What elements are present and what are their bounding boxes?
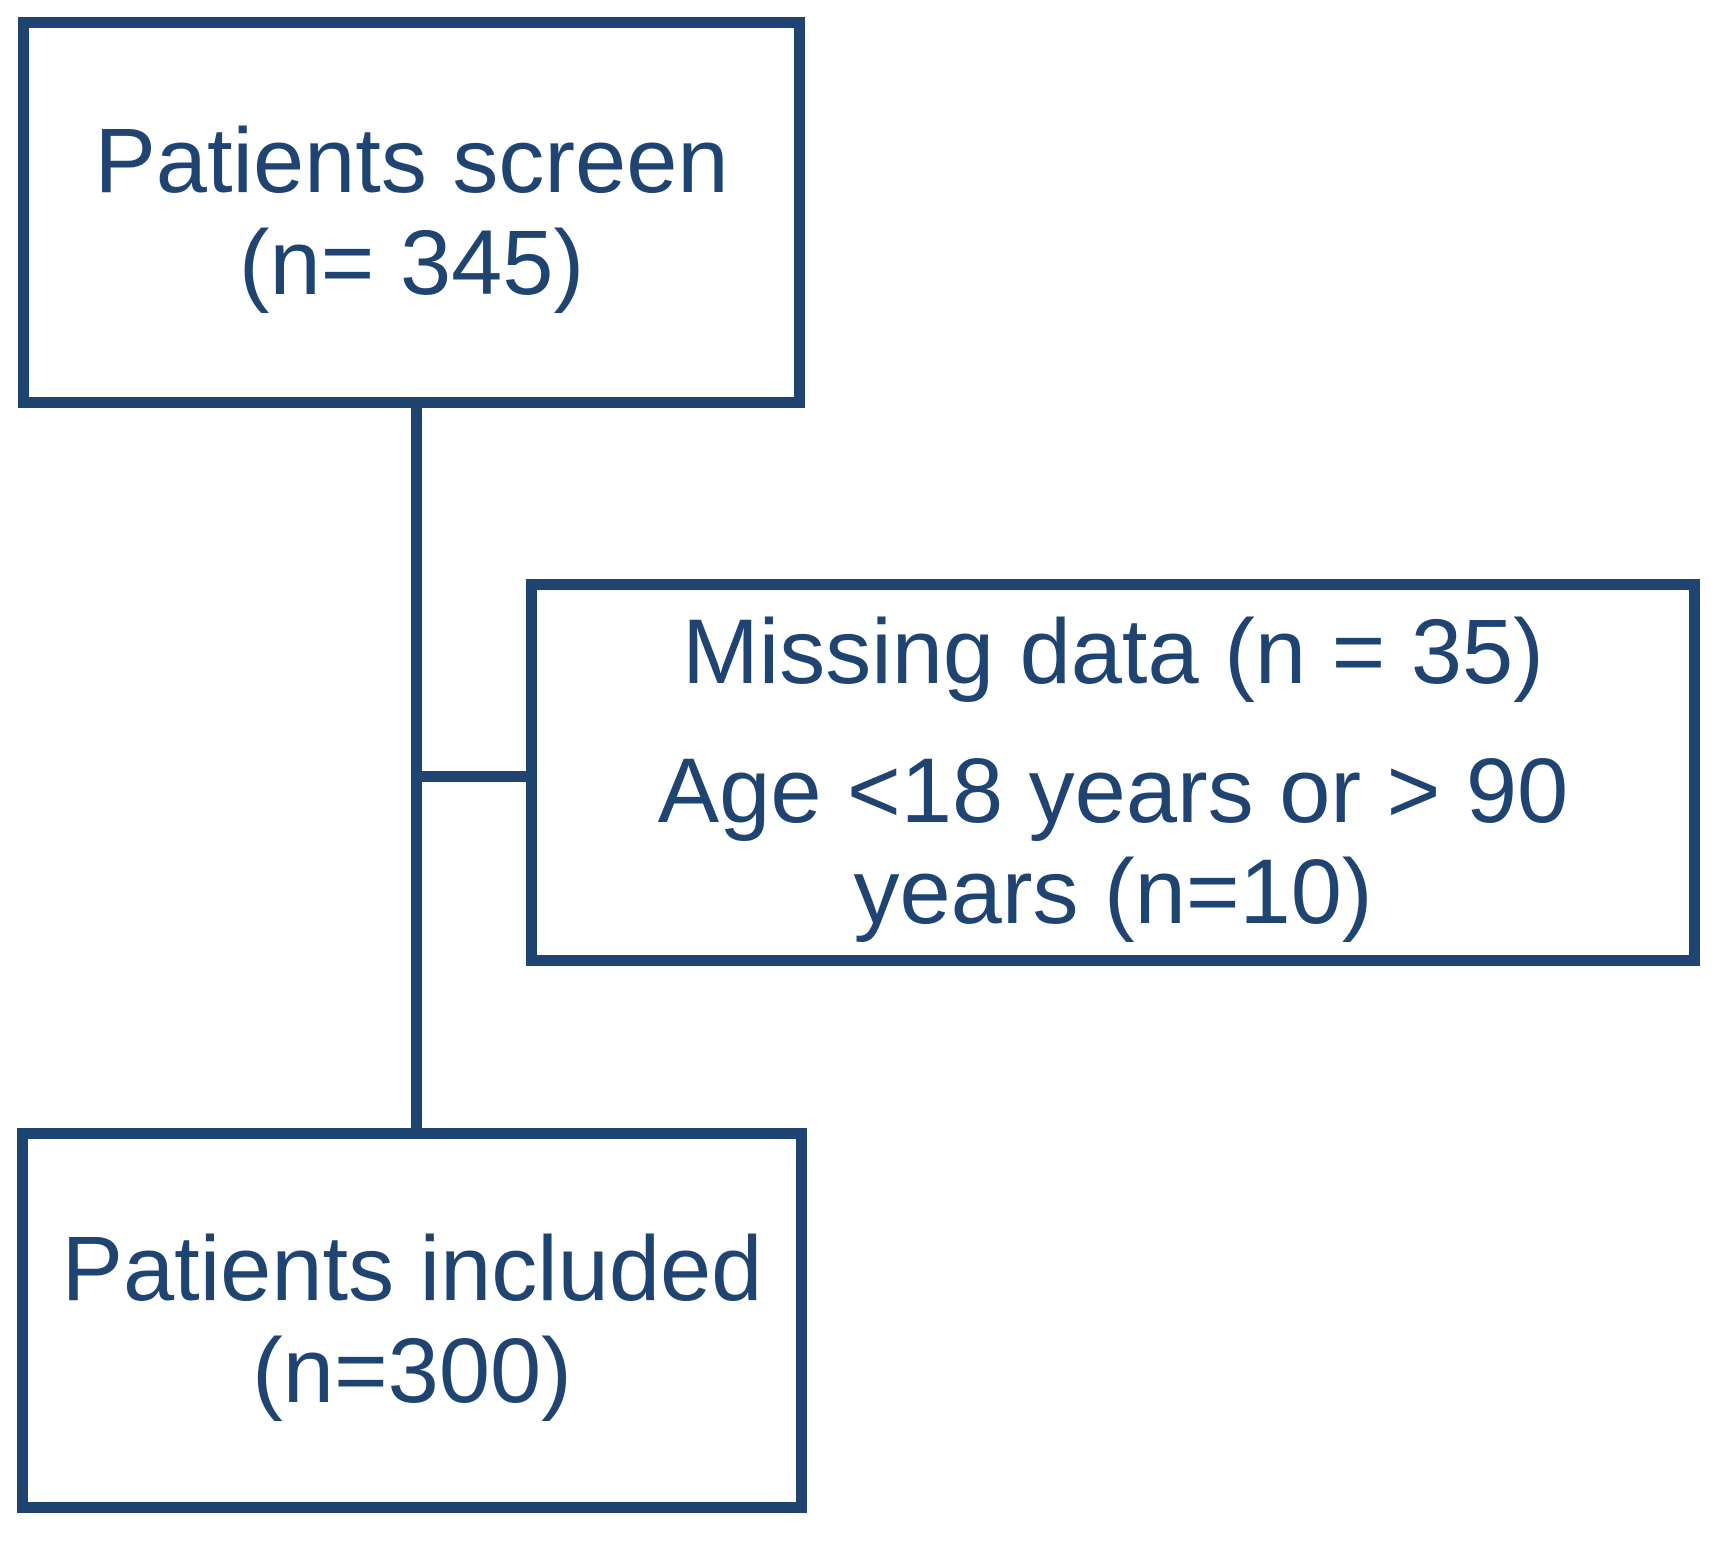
node-patients-screened-count: (n= 345) xyxy=(238,211,585,314)
node-excluded-missing-data-label: Missing data (n = 35) xyxy=(682,600,1544,703)
node-excluded-age-criteria-label: Age <18 years or > 90 years (n=10) xyxy=(657,739,1569,944)
connector-branch-to-excluded-line xyxy=(411,771,531,782)
node-patients-screened: Patients screen (n= 345) xyxy=(18,17,805,408)
node-patients-included: Patients included (n=300) xyxy=(17,1128,807,1513)
node-patients-included-label: Patients included xyxy=(61,1218,763,1321)
connector-screened-to-included-line xyxy=(411,400,422,1135)
node-excluded-patients: Missing data (n = 35) Age <18 years or >… xyxy=(526,579,1700,966)
node-patients-screened-label: Patients screen xyxy=(94,110,729,213)
node-patients-included-count: (n=300) xyxy=(252,1319,572,1422)
